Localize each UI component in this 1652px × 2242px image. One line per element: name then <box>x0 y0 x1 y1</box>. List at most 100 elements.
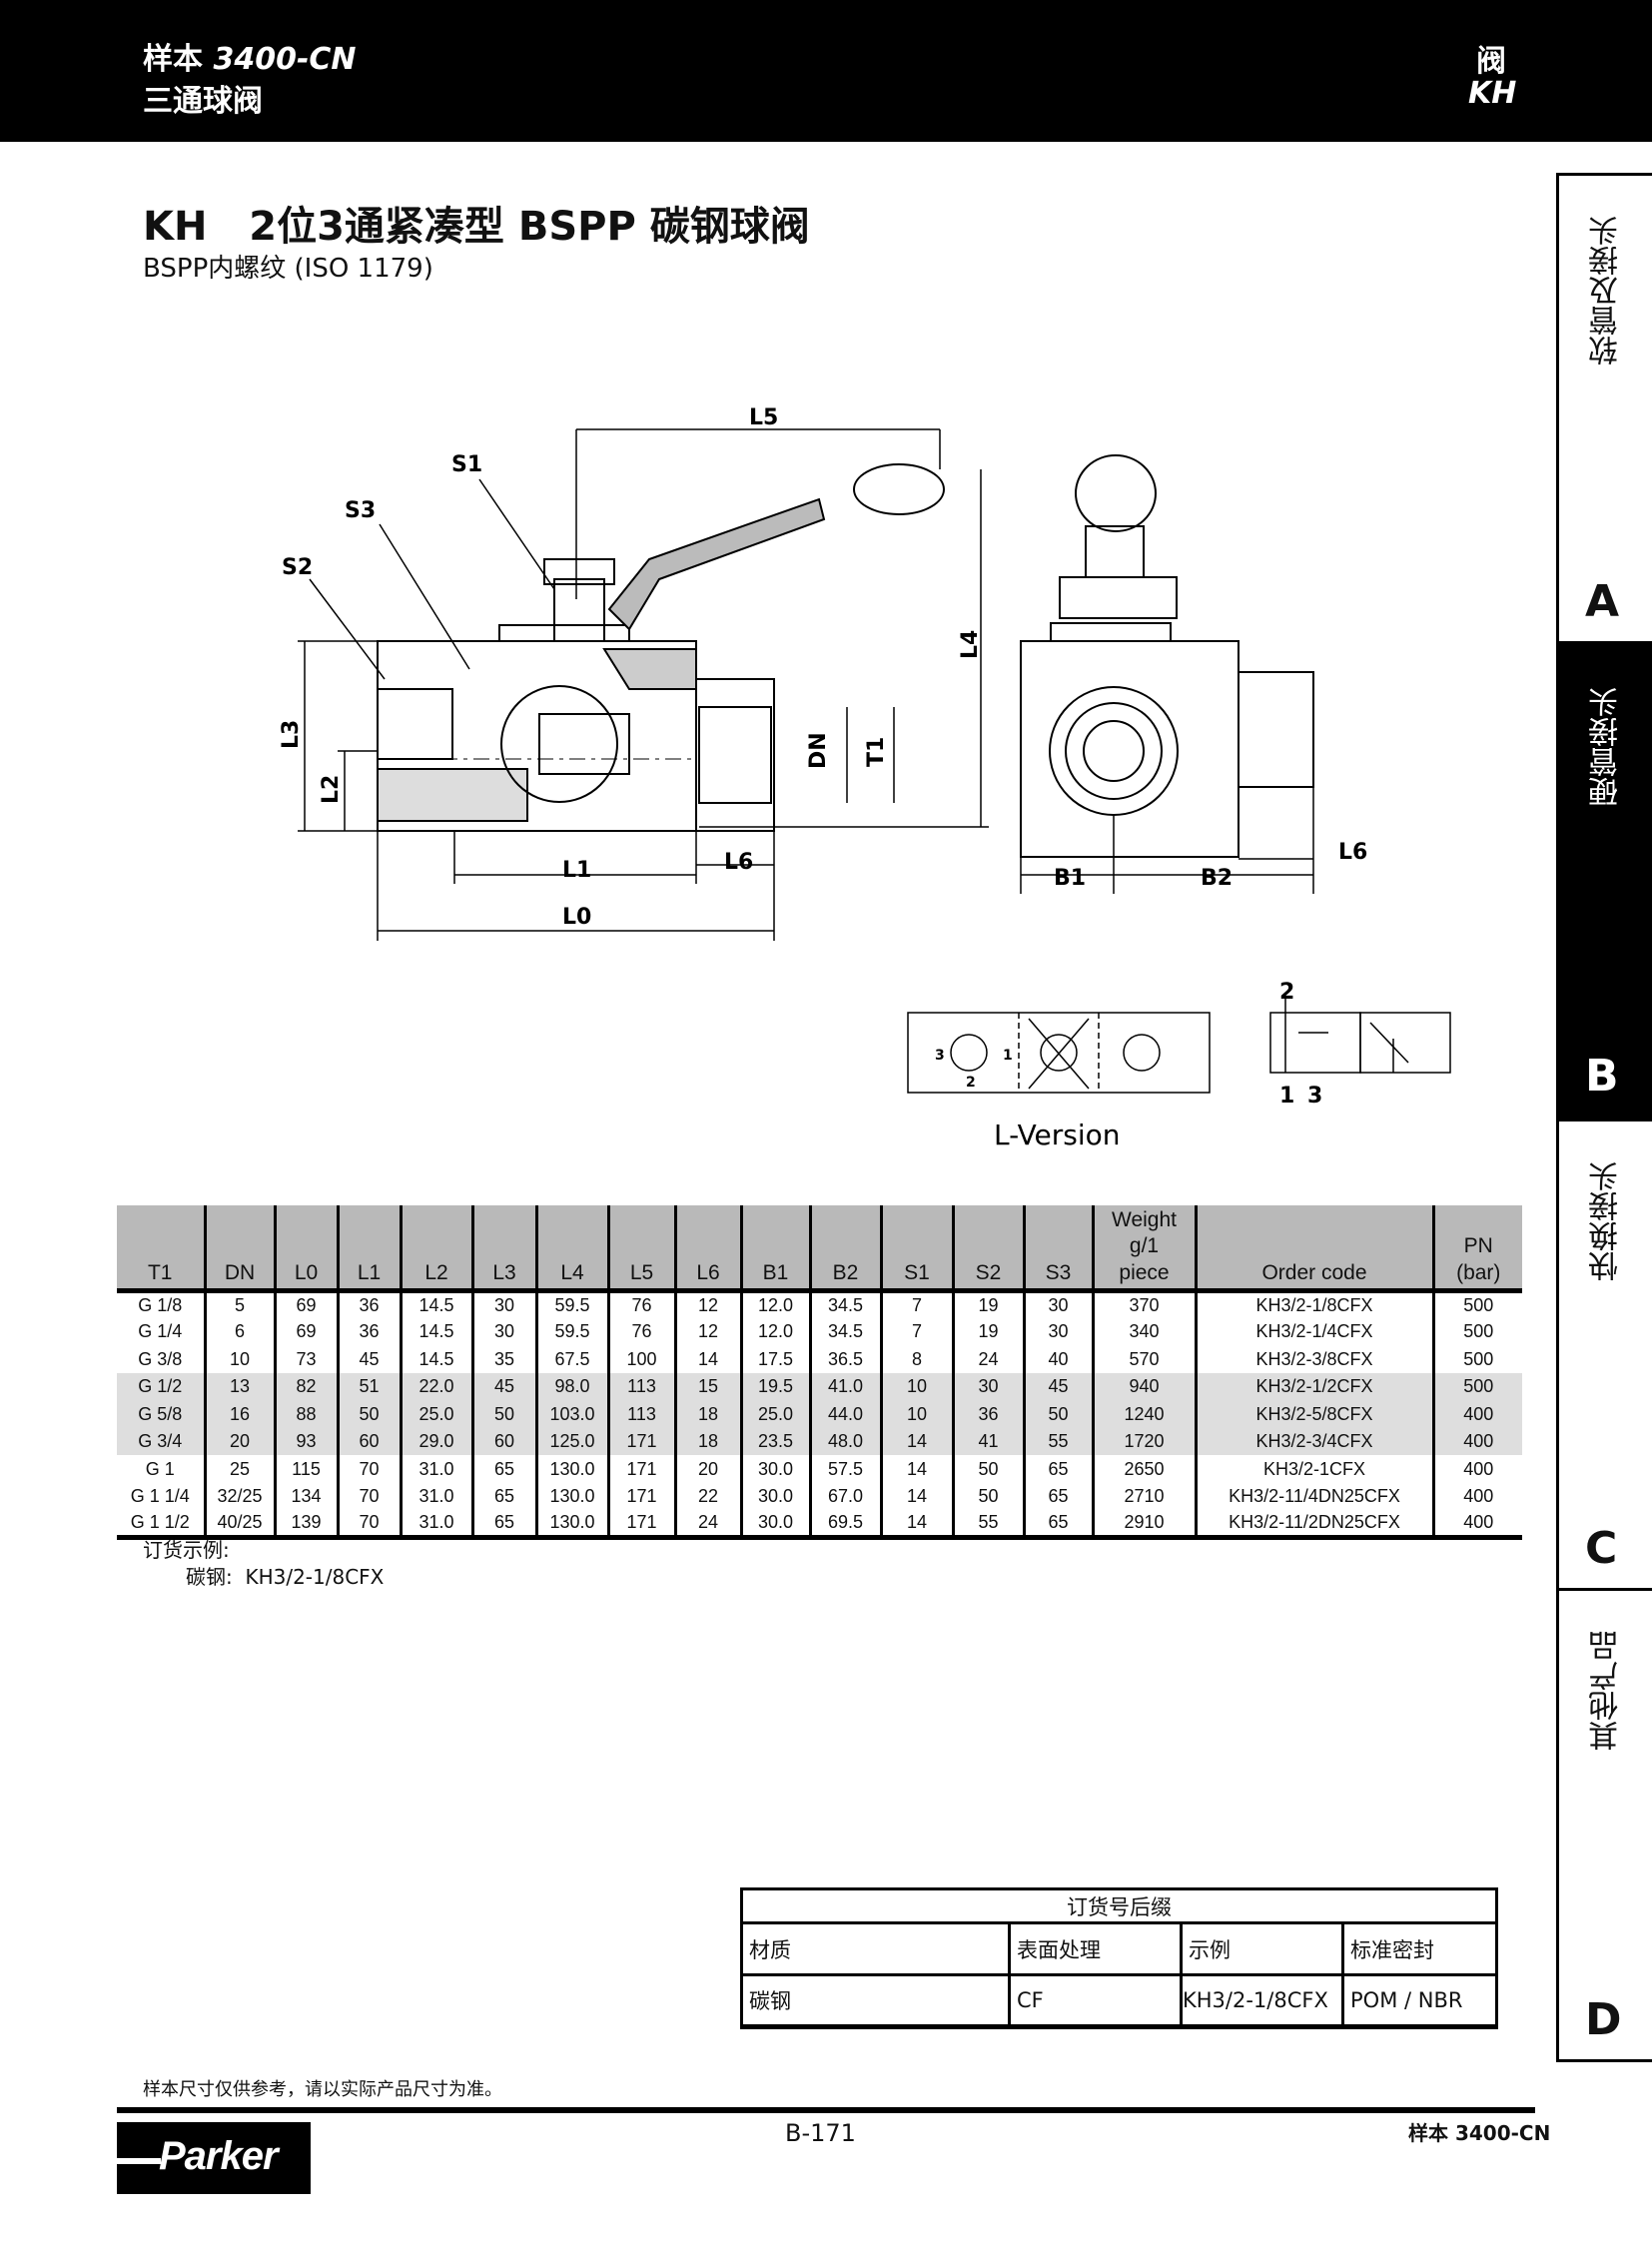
table-cell: KH3/2-11/4DN25CFX <box>1194 1482 1433 1511</box>
table-cell: 171 <box>606 1455 675 1483</box>
column-header: S1 <box>879 1205 953 1293</box>
table-cell: 57.5 <box>808 1455 881 1483</box>
table-cell: 16 <box>203 1400 275 1428</box>
table-cell: 70 <box>336 1482 401 1511</box>
dim-b1: B1 <box>1054 866 1086 891</box>
table-cell: KH3/2-1/2CFX <box>1194 1372 1433 1401</box>
page-number: B-171 <box>785 2119 856 2147</box>
table-cell: G 3/4 <box>117 1427 205 1456</box>
table-cell: 40 <box>1022 1345 1093 1373</box>
dim-s3: S3 <box>345 498 376 523</box>
table-cell: 100 <box>606 1345 675 1373</box>
suffix-example: KH3/2-1/8CFX <box>1180 1973 1344 2029</box>
table-cell: 98.0 <box>534 1372 608 1401</box>
table-cell: 340 <box>1091 1317 1196 1346</box>
table-cell: 65 <box>1022 1455 1093 1483</box>
hydraulic-valve-symbol <box>1269 999 1451 1074</box>
table-cell: 36 <box>336 1317 401 1346</box>
table-cell: 115 <box>273 1455 338 1483</box>
table-cell: 65 <box>1022 1510 1093 1541</box>
dim-l4: L4 <box>958 630 983 659</box>
table-cell: 50 <box>1022 1400 1093 1428</box>
suffix-header-material: 材质 <box>740 1921 1011 1976</box>
table-cell: 55 <box>951 1510 1024 1541</box>
tab-label: 快换接头 <box>1589 1161 1624 1281</box>
table-cell: 14 <box>673 1345 741 1373</box>
table-cell: 134 <box>273 1482 338 1511</box>
table-cell: 41.0 <box>808 1372 881 1401</box>
valve-technical-drawing: L5 S1 S3 S2 L3 L2 L1 L6 L0 DN T1 L4 B1 B… <box>279 405 1451 1151</box>
column-header: L0 <box>273 1205 338 1293</box>
tab-letter: A <box>1585 576 1620 627</box>
table-cell: 24 <box>673 1510 741 1541</box>
table-cell: 93 <box>273 1427 338 1456</box>
table-cell: 500 <box>1431 1317 1522 1346</box>
table-cell: 59.5 <box>534 1290 608 1318</box>
table-cell: 65 <box>470 1510 536 1541</box>
table-cell: 40/25 <box>203 1510 275 1541</box>
column-header: S2 <box>951 1205 1024 1293</box>
table-cell: 14 <box>879 1427 953 1456</box>
table-cell: KH3/2-11/2DN25CFX <box>1194 1510 1433 1541</box>
table-cell: G 1/2 <box>117 1372 205 1401</box>
table-cell: 18 <box>673 1427 741 1456</box>
table-cell: KH3/2-3/8CFX <box>1194 1345 1433 1373</box>
suffix-surface: CF <box>1008 1973 1183 2029</box>
symbol-port-3: 3 <box>1307 1084 1322 1109</box>
disclaimer-note: 样本尺寸仅供参考，请以实际产品尺寸为准。 <box>143 2079 502 2100</box>
table-cell: 2710 <box>1091 1482 1196 1511</box>
table-cell: 41 <box>951 1427 1024 1456</box>
table-cell: 31.0 <box>399 1510 472 1541</box>
table-cell: 31.0 <box>399 1455 472 1483</box>
column-header: L3 <box>470 1205 536 1293</box>
table-cell: 400 <box>1431 1400 1522 1428</box>
tab-c[interactable]: 快换接头 C <box>1556 1119 1652 1588</box>
table-cell: 88 <box>273 1400 338 1428</box>
table-cell: 30.0 <box>739 1482 810 1511</box>
column-header: L5 <box>606 1205 675 1293</box>
table-cell: 22.0 <box>399 1372 472 1401</box>
table-cell: 940 <box>1091 1372 1196 1401</box>
tab-letter: C <box>1585 1523 1618 1574</box>
table-cell: 45 <box>1022 1372 1093 1401</box>
table-cell: 12 <box>673 1317 741 1346</box>
table-cell: 14 <box>879 1455 953 1483</box>
table-cell: 12.0 <box>739 1290 810 1318</box>
table-cell: 19.5 <box>739 1372 810 1401</box>
table-cell: 1720 <box>1091 1427 1196 1456</box>
order-example-label: 订货示例: <box>143 1538 230 1562</box>
table-cell: 171 <box>606 1510 675 1541</box>
port-2-label: 2 <box>966 1075 976 1091</box>
table-cell: 8 <box>879 1345 953 1373</box>
table-cell: KH3/2-1/8CFX <box>1194 1290 1433 1318</box>
column-header: PN (bar) <box>1431 1205 1522 1293</box>
table-cell: 25.0 <box>739 1400 810 1428</box>
port-1-label: 1 <box>1003 1048 1013 1064</box>
table-cell: 50 <box>336 1400 401 1428</box>
port-3-label: 3 <box>935 1048 945 1064</box>
l-version-position-symbol: 3 1 2 <box>907 1012 1211 1094</box>
table-cell: 34.5 <box>808 1290 881 1318</box>
table-cell: KH3/2-1CFX <box>1194 1455 1433 1483</box>
table-cell: 125.0 <box>534 1427 608 1456</box>
table-cell: 73 <box>273 1345 338 1373</box>
table-cell: 30 <box>1022 1317 1093 1346</box>
catalog-number: 样本 3400-CN <box>143 42 357 77</box>
table-cell: 171 <box>606 1482 675 1511</box>
table-cell: G 1 <box>145 1458 175 1479</box>
table-cell: 51 <box>336 1372 401 1401</box>
table-cell: 31.0 <box>399 1482 472 1511</box>
table-cell: 45 <box>470 1372 536 1401</box>
header-code: KH <box>1468 76 1517 111</box>
table-cell: 67.0 <box>808 1482 881 1511</box>
column-header: T1 <box>117 1205 205 1293</box>
